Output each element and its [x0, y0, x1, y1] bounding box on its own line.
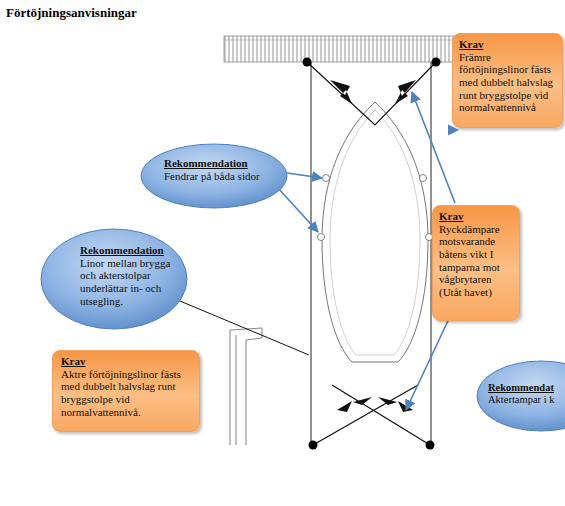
callout-heading: Rekommendation: [80, 244, 174, 257]
ellipse-fill: [141, 144, 287, 208]
leader-line: [168, 296, 309, 355]
callout-body: Aktertampar i k: [488, 394, 565, 406]
shock-absorbers: [330, 80, 416, 412]
callout-heading: Krav: [459, 38, 557, 51]
ellipse-fill: [41, 229, 187, 329]
ellipse-fill: [477, 361, 565, 431]
frame-lines: [311, 62, 431, 445]
boat-deck: [330, 110, 420, 355]
boat-hull: [322, 102, 428, 362]
requirement-box: KravFrämre förtöjningslinor fästs med du…: [452, 33, 563, 128]
fenders: [318, 175, 433, 241]
recommendation-ellipse: RekommendationLinor mellan brygga och ak…: [40, 228, 188, 330]
requirement-box: KravAktre förtöjningslinor fästs med dub…: [52, 350, 200, 432]
page-title: Förtöjningsanvisningar: [6, 5, 137, 21]
callout-heading: Rekommendat: [488, 382, 565, 394]
callout-heading: Krav: [61, 355, 193, 368]
recommendation-ellipse: RekommendationFendrar på båda sidor: [140, 143, 288, 209]
breakwater: [230, 328, 262, 445]
pointer-arrows: [278, 92, 458, 410]
callout-body: Fendrar på båda sidor: [164, 170, 270, 183]
callout-body: Linor mellan brygga och akterstolpar und…: [80, 257, 174, 308]
requirement-box: KravRyckdämpare motsvarande båtens vikt …: [432, 205, 520, 321]
callout-body: Aktre förtöjningslinor fästs med dubbelt…: [61, 368, 193, 419]
callout-heading: Krav: [439, 210, 514, 223]
callout-body: Främre förtöjningslinor fästs med dubbel…: [459, 51, 557, 114]
recommendation-ellipse: RekommendatAktertampar i k: [476, 360, 565, 432]
callout-body: Ryckdämpare motsvarande båtens vikt I ta…: [439, 223, 514, 299]
pier: [224, 36, 460, 62]
callout-heading: Rekommendation: [164, 157, 270, 170]
posts: [303, 58, 441, 450]
